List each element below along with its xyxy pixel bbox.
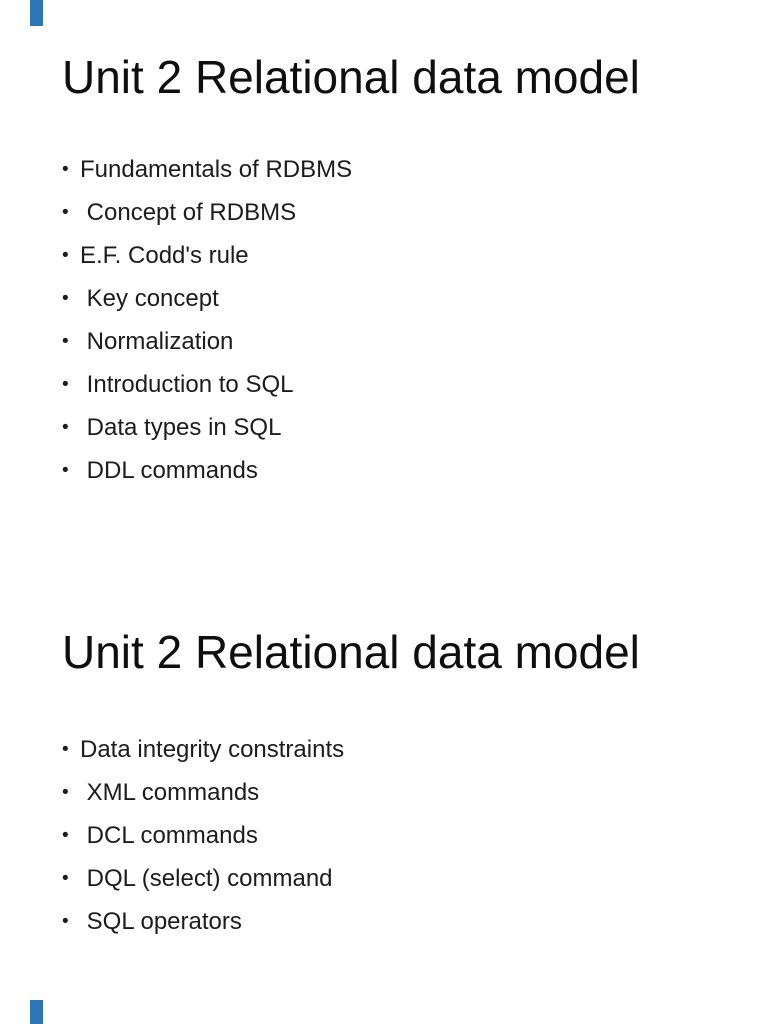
bullet-item: • Normalization — [62, 320, 352, 363]
previous-page-edge-fragment — [30, 0, 43, 26]
bullet-marker: • — [62, 738, 69, 760]
bullet-marker: • — [62, 330, 69, 352]
bullet-label: Fundamentals of RDBMS — [80, 155, 353, 183]
next-page-edge-fragment — [30, 1000, 43, 1024]
bullet-marker: • — [62, 867, 69, 889]
bullet-item: • Fundamentals of RDBMS — [62, 148, 352, 191]
bullet-label: Data types in SQL — [80, 413, 282, 441]
bullet-marker: • — [62, 459, 69, 481]
bullet-label: Normalization — [80, 327, 234, 355]
slide-2-bullet-list: • Data integrity constraints • XML comma… — [62, 728, 344, 943]
bullet-item: • SQL operators — [62, 900, 344, 943]
bullet-item: • XML commands — [62, 771, 344, 814]
bullet-label: E.F. Codd's rule — [80, 241, 249, 269]
bullet-marker: • — [62, 201, 69, 223]
bullet-marker: • — [62, 373, 69, 395]
bullet-item: • Key concept — [62, 277, 352, 320]
bullet-item: • Introduction to SQL — [62, 363, 352, 406]
bullet-label: Introduction to SQL — [80, 370, 294, 398]
bullet-item: • Concept of RDBMS — [62, 191, 352, 234]
bullet-label: XML commands — [80, 778, 260, 806]
bullet-marker: • — [62, 158, 69, 180]
bullet-label: SQL operators — [80, 907, 242, 935]
bullet-marker: • — [62, 287, 69, 309]
slide-title: Unit 2 Relational data model — [62, 51, 640, 103]
slide-title: Unit 2 Relational data model — [62, 626, 640, 678]
bullet-item: • DDL commands — [62, 449, 352, 492]
bullet-label: DCL commands — [80, 821, 258, 849]
bullet-label: Concept of RDBMS — [80, 198, 297, 226]
bullet-label: Key concept — [80, 284, 219, 312]
bullet-marker: • — [62, 244, 69, 266]
bullet-label: Data integrity constraints — [80, 735, 345, 763]
bullet-item: • Data types in SQL — [62, 406, 352, 449]
bullet-marker: • — [62, 416, 69, 438]
bullet-marker: • — [62, 910, 69, 932]
bullet-item: • Data integrity constraints — [62, 728, 344, 771]
bullet-item: • DQL (select) command — [62, 857, 344, 900]
bullet-label: DDL commands — [80, 456, 258, 484]
slide-1-bullet-list: • Fundamentals of RDBMS • Concept of RDB… — [62, 148, 352, 492]
bullet-label: DQL (select) command — [80, 864, 333, 892]
bullet-marker: • — [62, 781, 69, 803]
bullet-item: • E.F. Codd's rule — [62, 234, 352, 277]
bullet-marker: • — [62, 824, 69, 846]
bullet-item: • DCL commands — [62, 814, 344, 857]
